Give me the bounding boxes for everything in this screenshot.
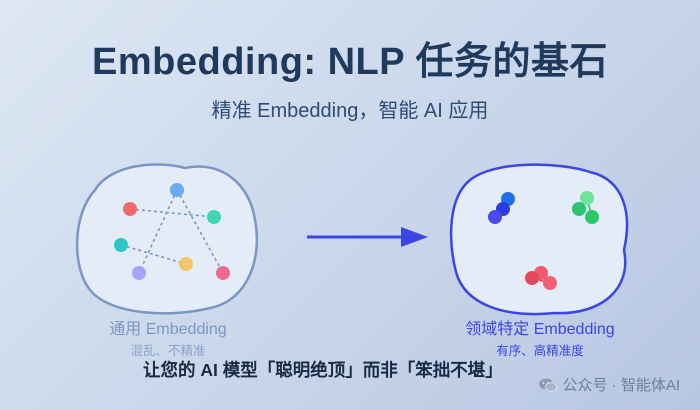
generic-embedding-point <box>170 183 184 197</box>
cluster-green-point <box>580 191 594 205</box>
connector-line <box>129 208 215 218</box>
bottom-caption: 让您的 AI 模型「聪明绝顶」而非「笨拙不堪」 <box>143 360 503 380</box>
connector-line <box>176 189 224 274</box>
generic-embedding-point <box>216 266 230 280</box>
domain-embedding-label: 领域特定 Embedding <box>465 321 615 338</box>
page-subtitle: 精准 Embedding，智能 AI 应用 <box>211 100 489 122</box>
cluster-red-point <box>525 271 539 285</box>
generic-embedding-point <box>114 238 128 252</box>
watermark: 公众号 · 智能体AI <box>538 374 680 395</box>
page-title: Embedding: NLP 任务的基石 <box>92 41 608 83</box>
cluster-green-point <box>585 210 599 224</box>
generic-embedding-blob <box>75 163 259 315</box>
domain-embedding-points <box>488 191 599 290</box>
generic-embedding-label: 通用 Embedding <box>109 321 227 338</box>
cluster-green-point <box>572 202 586 216</box>
cluster-blue-point <box>488 210 502 224</box>
domain-embedding-sublabel: 有序、高精准度 <box>496 344 584 358</box>
generic-embedding-points <box>114 183 230 280</box>
generic-embedding-point <box>132 266 146 280</box>
connector-line <box>120 244 187 265</box>
watermark-text: 公众号 · 智能体AI <box>562 377 680 394</box>
transform-arrow <box>307 227 428 247</box>
cluster-red-point <box>543 276 557 290</box>
generic-embedding-point <box>123 202 137 216</box>
wechat-icon <box>539 378 558 392</box>
generic-dot-connectors <box>120 189 224 274</box>
generic-embedding-point <box>207 210 221 224</box>
generic-embedding-point <box>179 257 193 271</box>
domain-embedding-blob <box>449 163 629 316</box>
generic-embedding-sublabel: 混乱、不精准 <box>130 344 206 358</box>
